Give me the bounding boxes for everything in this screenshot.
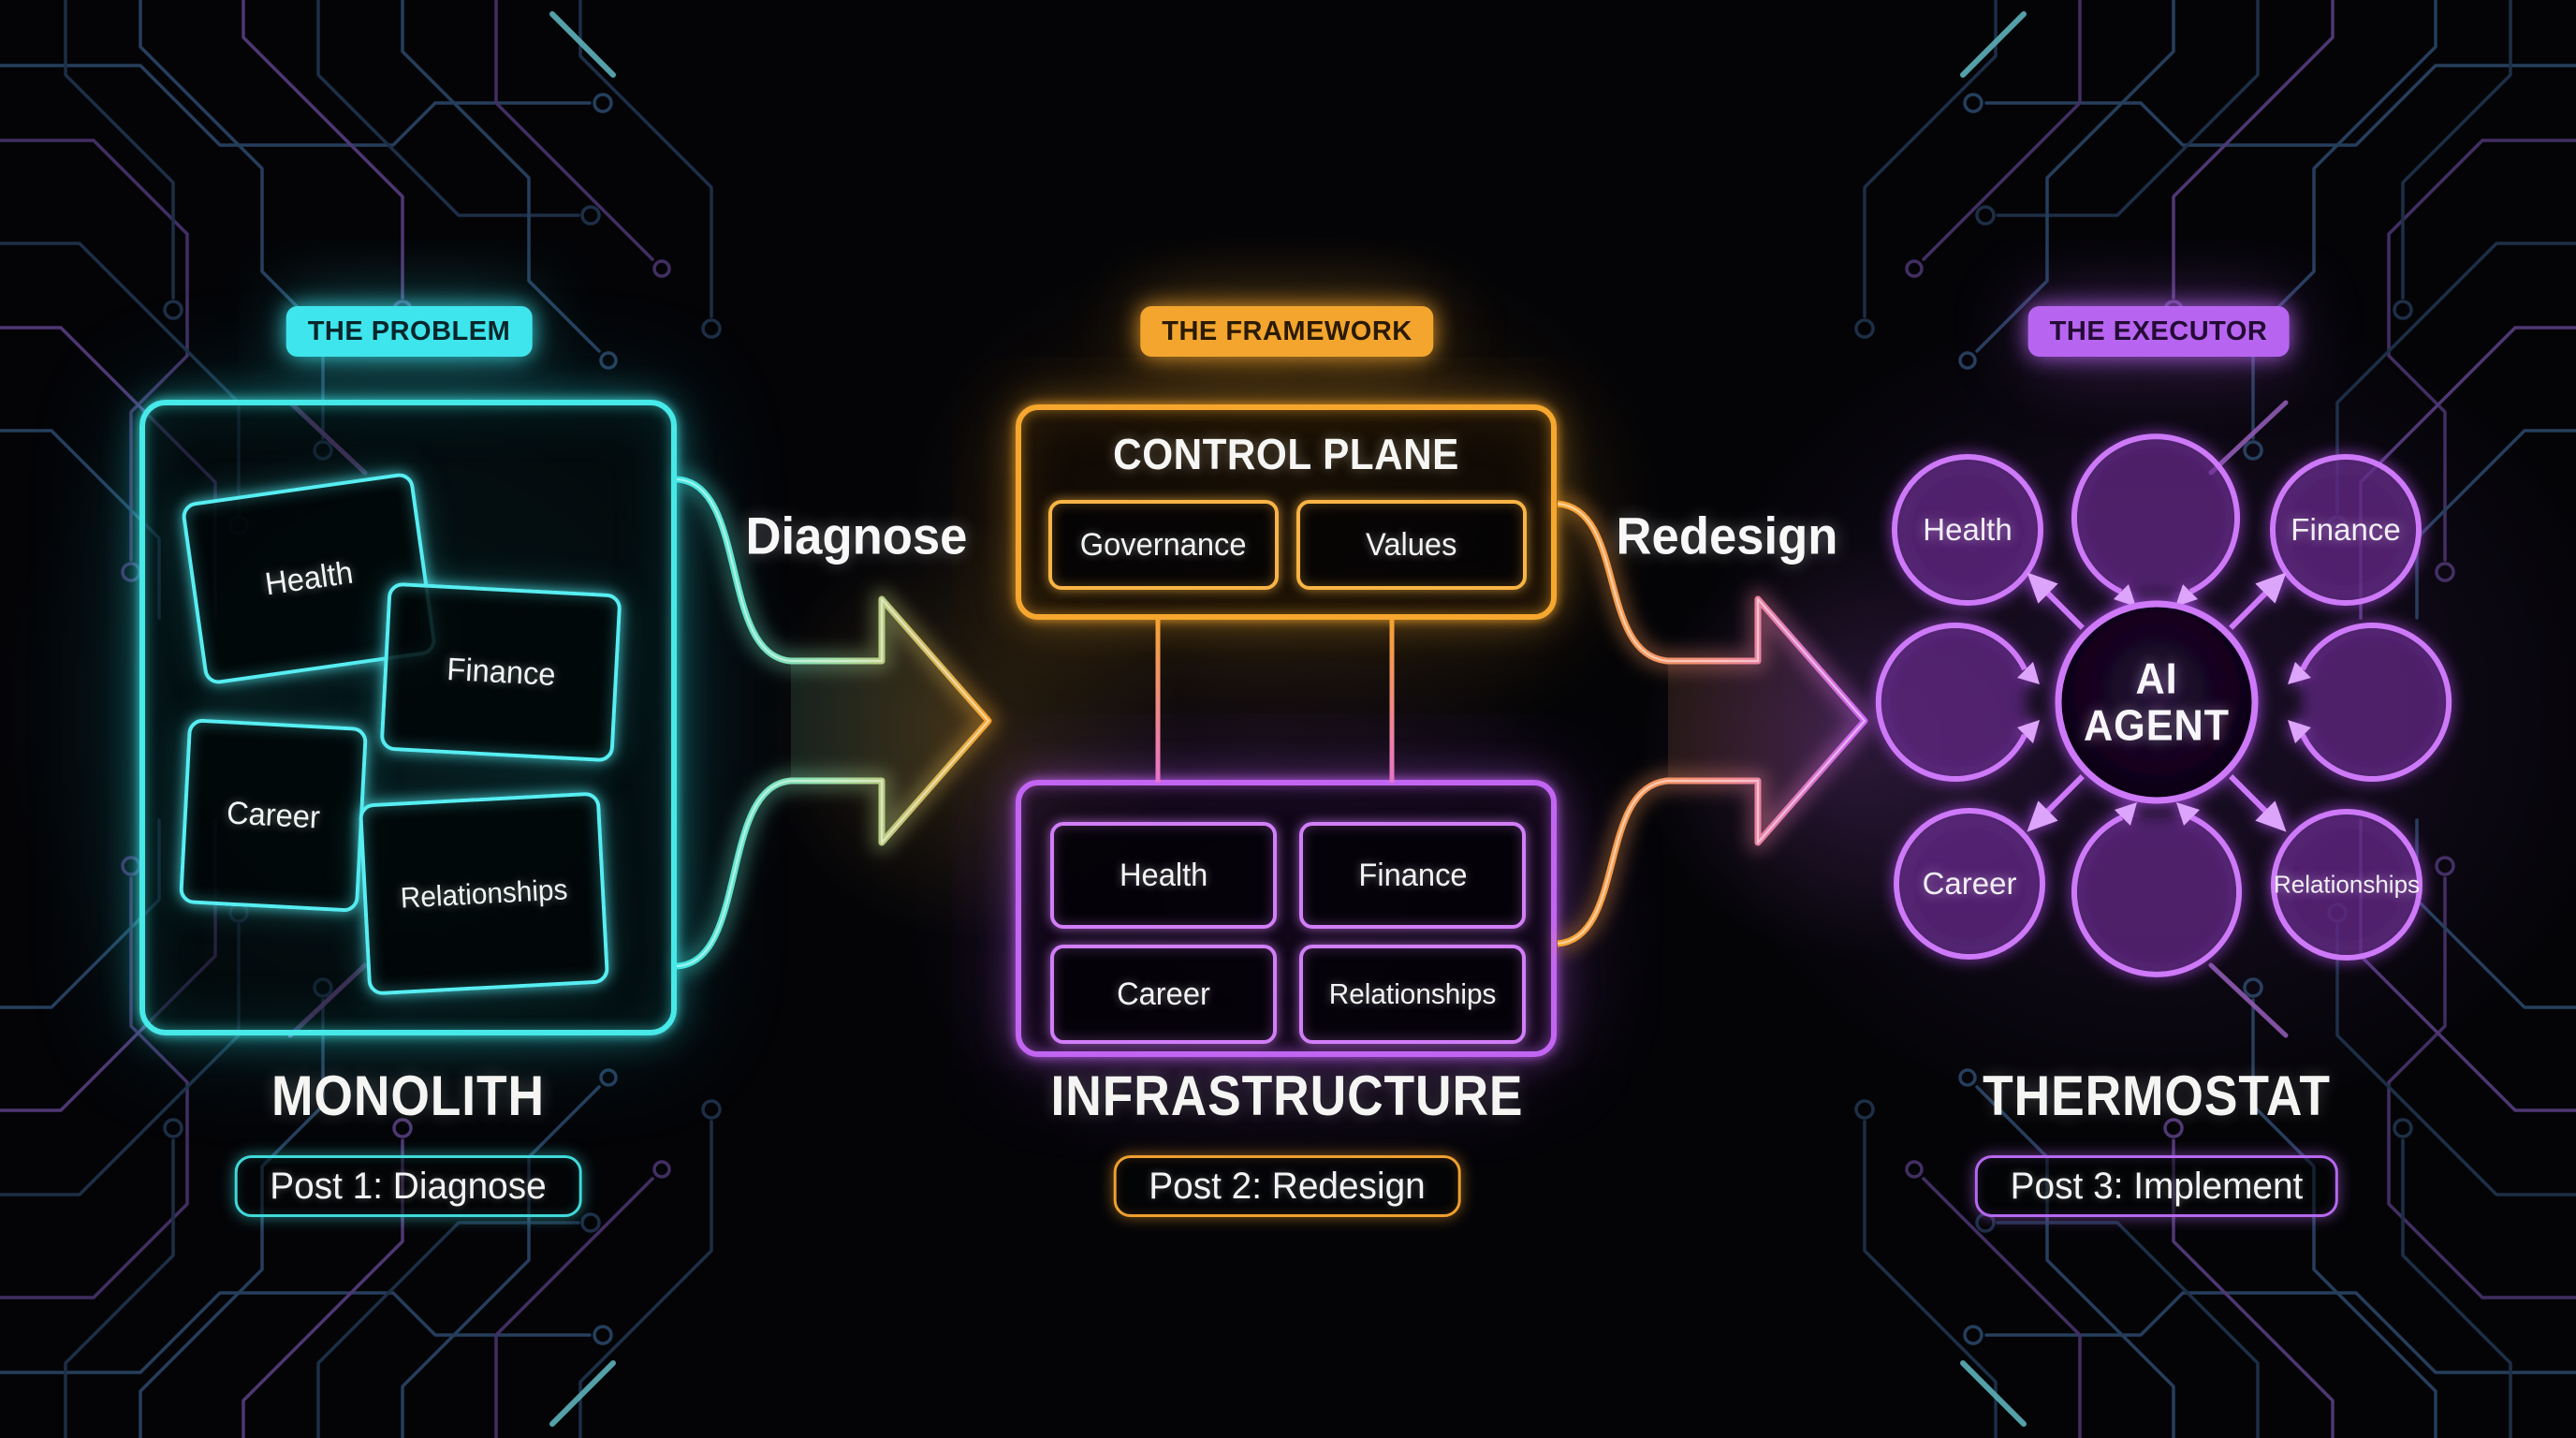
redesign-arrow [1555, 493, 1875, 954]
infra-finance-label: Finance [1357, 857, 1468, 893]
left-loop-arrow [1875, 623, 2027, 782]
infra-career-box: Career [1050, 945, 1277, 1044]
ai-agent-label: AI AGENT [2083, 653, 2231, 749]
infra-health-label: Health [1119, 857, 1208, 893]
infra-finance-box: Finance [1299, 822, 1526, 929]
node-label-health: Health [1923, 512, 2012, 547]
governance-box: Governance [1048, 500, 1279, 590]
card-relationships-label: Relationships [399, 872, 569, 915]
thermostat-title: THERMOSTAT [1983, 1064, 2331, 1127]
card-career: Career [178, 718, 369, 913]
card-relationships: Relationships [358, 791, 610, 996]
diagnose-arrow-label: Diagnose [745, 506, 968, 565]
framework-badge-label: THE FRAMEWORK [1162, 316, 1412, 346]
post3-pill: Post 3: Implement [1974, 1155, 2339, 1217]
monolith-title: MONOLITH [271, 1064, 545, 1127]
node-label-relationships: Relationships [2273, 870, 2421, 899]
card-career-label: Career [226, 794, 321, 836]
redesign-arrow-label: Redesign [1616, 506, 1838, 565]
framework-badge: THE FRAMEWORK [1140, 306, 1434, 357]
top-loop-arrow [2071, 433, 2240, 594]
right-loop-arrow [2300, 623, 2452, 782]
values-label: Values [1366, 526, 1457, 563]
post1-pill: Post 1: Diagnose [234, 1155, 582, 1217]
problem-badge: THE PROBLEM [285, 306, 533, 357]
post2-label: Post 2: Redesign [1149, 1166, 1426, 1207]
post2-pill: Post 2: Redesign [1113, 1155, 1461, 1217]
node-label-career: Career [1922, 866, 2017, 901]
node-label-finance: Finance [2291, 512, 2401, 547]
governance-label: Governance [1080, 526, 1247, 563]
executor-badge-label: THE EXECUTOR [2049, 316, 2268, 346]
executor-badge: THE EXECUTOR [2027, 306, 2290, 357]
control-plane-title: CONTROL PLANE [1113, 430, 1459, 478]
problem-badge-label: THE PROBLEM [307, 316, 511, 346]
card-finance: Finance [379, 581, 622, 763]
infra-relationships-box: Relationships [1299, 945, 1526, 1044]
post3-label: Post 3: Implement [2010, 1166, 2304, 1207]
card-finance-label: Finance [446, 651, 557, 693]
infra-career-label: Career [1117, 976, 1210, 1012]
infra-health-box: Health [1050, 822, 1277, 929]
values-box: Values [1296, 500, 1527, 590]
infra-relationships-label: Relationships [1328, 977, 1497, 1010]
card-health-label: Health [262, 554, 356, 602]
bottom-loop-arrow [2071, 814, 2242, 977]
post1-label: Post 1: Diagnose [270, 1166, 547, 1207]
infrastructure-title: INFRASTRUCTURE [1050, 1064, 1524, 1127]
plane-infra-connectors [1151, 620, 1398, 783]
